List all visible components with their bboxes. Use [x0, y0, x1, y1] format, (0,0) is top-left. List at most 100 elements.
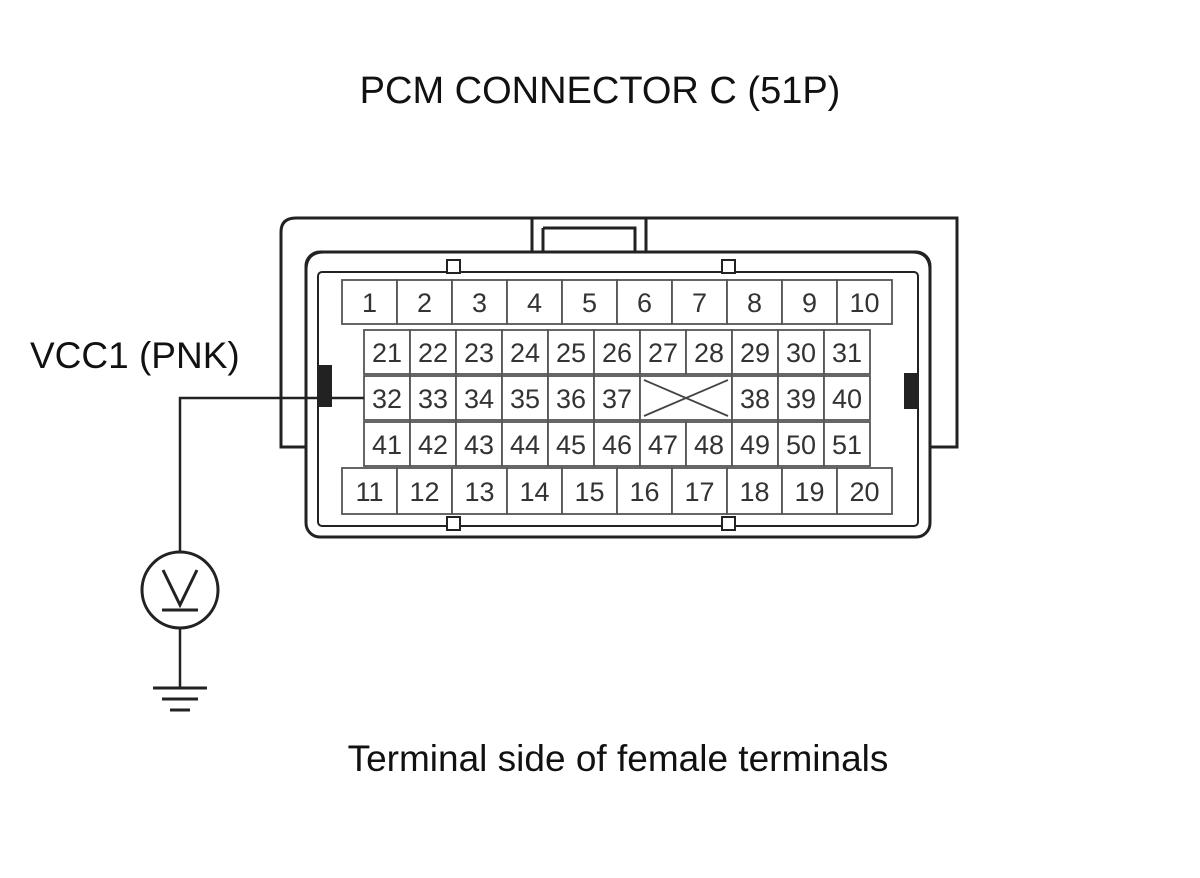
- pin-13: 13: [451, 467, 508, 515]
- pin-35: 35: [501, 375, 549, 421]
- pin-1: 1: [341, 279, 398, 325]
- pin-44: 44: [501, 421, 549, 467]
- pin-19: 19: [781, 467, 838, 515]
- pin-18: 18: [726, 467, 783, 515]
- ground-icon: [153, 686, 207, 712]
- pin-label: 13: [464, 477, 494, 507]
- pin-4: 4: [506, 279, 563, 325]
- pin-label: 40: [832, 384, 862, 414]
- pin-label: 16: [629, 477, 659, 507]
- pin-50: 50: [777, 421, 825, 467]
- pin-label: 3: [472, 288, 487, 318]
- pin-label: 22: [418, 338, 448, 368]
- pin-label: 11: [355, 477, 383, 507]
- pin-label: 49: [740, 430, 770, 460]
- diagram-caption: Terminal side of female terminals: [347, 738, 889, 779]
- pin-34: 34: [455, 375, 503, 421]
- pin-label: 23: [464, 338, 494, 368]
- pin-48: 48: [685, 421, 733, 467]
- pin-label: 36: [556, 384, 586, 414]
- pin-11: 11: [341, 467, 398, 515]
- pin-46: 46: [593, 421, 641, 467]
- pin-label: 43: [464, 430, 494, 460]
- pin-label: 21: [372, 338, 402, 368]
- pin-label: 35: [510, 384, 540, 414]
- pin-5: 5: [561, 279, 618, 325]
- pin-label: 51: [832, 430, 862, 460]
- diagram-title: PCM CONNECTOR C (51P): [359, 70, 841, 112]
- connector-side-locks: [318, 365, 918, 409]
- pin-41: 41: [363, 421, 411, 467]
- pin-32: 32: [363, 375, 411, 421]
- pin-label: 31: [832, 338, 862, 368]
- pin-2: 2: [396, 279, 453, 325]
- pin-8: 8: [726, 279, 783, 325]
- pin-label: 33: [418, 384, 448, 414]
- pin-14: 14: [506, 467, 563, 515]
- pin-24: 24: [501, 329, 549, 375]
- pin-27: 27: [639, 329, 687, 375]
- probe-wire: [178, 396, 364, 688]
- pin-label: 45: [556, 430, 586, 460]
- connector-keys: [446, 259, 736, 531]
- pin-label: 28: [694, 338, 724, 368]
- pin-label: 32: [372, 384, 402, 414]
- pin-37: 37: [593, 375, 641, 421]
- pin-label: 9: [802, 288, 817, 318]
- pin-7: 7: [671, 279, 728, 325]
- pin-21: 21: [363, 329, 411, 375]
- pin-31: 31: [823, 329, 871, 375]
- pin-label: 48: [694, 430, 724, 460]
- pin-6: 6: [616, 279, 673, 325]
- pin-29: 29: [731, 329, 779, 375]
- pin-label: 2: [417, 288, 432, 318]
- pin-label: 6: [637, 288, 652, 318]
- pin-label: 39: [786, 384, 816, 414]
- pin-3: 3: [451, 279, 508, 325]
- voltmeter-icon: [140, 550, 220, 630]
- pin-38: 38: [731, 375, 779, 421]
- pin-label: 15: [574, 477, 604, 507]
- pin-36: 36: [547, 375, 595, 421]
- pin-9: 9: [781, 279, 838, 325]
- pin-28: 28: [685, 329, 733, 375]
- pin-label: 24: [510, 338, 540, 368]
- pin-label: 20: [849, 477, 879, 507]
- pin-51: 51: [823, 421, 871, 467]
- pin-40: 40: [823, 375, 871, 421]
- pin-label: 26: [602, 338, 632, 368]
- pin-label: 5: [582, 288, 597, 318]
- pin-label: 47: [648, 430, 678, 460]
- pin-23: 23: [455, 329, 503, 375]
- pin-label: 29: [740, 338, 770, 368]
- pin-label: 8: [747, 288, 762, 318]
- pin-label: 37: [602, 384, 632, 414]
- pin-label: 34: [464, 384, 494, 414]
- pin-22: 22: [409, 329, 457, 375]
- pin-label: 4: [527, 288, 542, 318]
- pin-label: 27: [648, 338, 678, 368]
- pin-17: 17: [671, 467, 728, 515]
- pin-label: 44: [510, 430, 540, 460]
- pin-label: 25: [556, 338, 586, 368]
- pin-label: 14: [519, 477, 549, 507]
- pin-47: 47: [639, 421, 687, 467]
- pin-label: 1: [362, 288, 377, 318]
- pin-label: 10: [849, 288, 879, 318]
- pin-label: 7: [692, 288, 707, 318]
- pin-16: 16: [616, 467, 673, 515]
- pin-label: 38: [740, 384, 770, 414]
- pin-label: 17: [684, 477, 714, 507]
- pin-20: 20: [836, 467, 893, 515]
- pin-45: 45: [547, 421, 595, 467]
- pin-label: 18: [739, 477, 769, 507]
- pin-42: 42: [409, 421, 457, 467]
- pin-label: 12: [409, 477, 439, 507]
- wire-label: VCC1 (PNK): [30, 335, 240, 376]
- pin-30: 30: [777, 329, 825, 375]
- pin-43: 43: [455, 421, 503, 467]
- pin-label: 30: [786, 338, 816, 368]
- pin-label: 42: [418, 430, 448, 460]
- pin-label: 41: [372, 430, 402, 460]
